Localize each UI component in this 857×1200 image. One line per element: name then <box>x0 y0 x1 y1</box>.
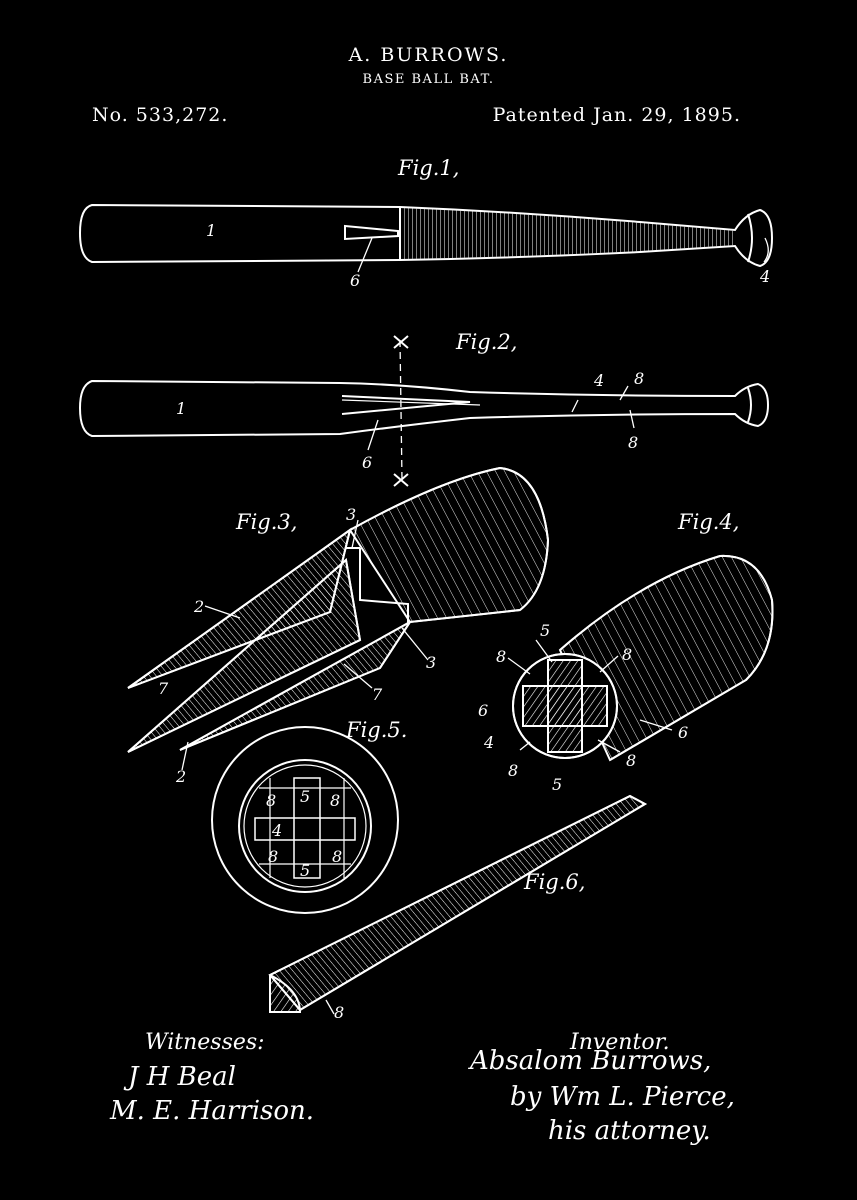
attorney-line: his attorney. <box>548 1116 711 1146</box>
fig2-label-8a: 8 <box>634 369 644 388</box>
fig4-label-8c: 8 <box>508 761 518 780</box>
fig4-label-6a: 6 <box>478 701 488 720</box>
fig2-bat-drawing <box>78 335 770 487</box>
fig1-caption: Fig.1, <box>398 156 460 180</box>
fig3-label-2a: 2 <box>193 597 204 616</box>
fig6-label-8: 8 <box>334 1003 344 1022</box>
fig5-label-8c: 8 <box>268 847 278 866</box>
patent-number: No. 533,272. <box>92 104 229 126</box>
fig4-cylinder-drawing <box>507 554 774 762</box>
attorney-by-line: by Wm L. Pierce, <box>510 1082 735 1112</box>
inventor-signature: Absalom Burrows, <box>470 1046 712 1076</box>
fig5-label-4: 4 <box>271 821 282 840</box>
fig3-label-3b: 3 <box>426 653 436 672</box>
fig5-label-5a: 5 <box>300 787 310 806</box>
fig1-label-6: 6 <box>350 271 360 290</box>
fig4-label-5b: 5 <box>552 775 562 794</box>
patent-title: BASE BALL BAT. <box>362 72 495 87</box>
fig3-label-2b: 2 <box>175 767 186 786</box>
fig5-label-8b: 8 <box>330 791 340 810</box>
inventor-name-heading: A. BURROWS. <box>348 44 509 66</box>
fig5-end-view-drawing <box>211 726 399 914</box>
witnesses-label: Witnesses: <box>145 1030 265 1055</box>
fig3-caption: Fig.3, <box>236 510 298 534</box>
fig6-wedge-drawing <box>268 794 648 1015</box>
fig1-bat-drawing <box>78 203 774 273</box>
fig5-label-5b: 5 <box>300 861 310 880</box>
fig2-label-4: 4 <box>593 371 604 390</box>
fig4-caption: Fig.4, <box>678 510 740 534</box>
patent-date: Patented Jan. 29, 1895. <box>492 104 741 126</box>
fig3-split-end-drawing <box>127 466 550 771</box>
fig4-label-5a: 5 <box>540 621 550 640</box>
witness-signature-1: J H Beal <box>128 1062 236 1092</box>
fig3-label-7a: 7 <box>158 679 169 698</box>
witness-signature-2: M. E. Harrison. <box>110 1096 315 1126</box>
fig5-label-8a: 8 <box>266 791 276 810</box>
fig3-label-3a: 3 <box>346 505 356 524</box>
fig5-label-8d: 8 <box>332 847 342 866</box>
fig2-caption: Fig.2, <box>456 330 518 354</box>
fig3-label-7b: 7 <box>372 685 383 704</box>
fig1-label-1: 1 <box>206 221 216 240</box>
fig4-label-8b: 8 <box>622 645 632 664</box>
fig2-label-1: 1 <box>176 399 186 418</box>
fig2-label-6: 6 <box>362 453 372 472</box>
fig5-caption: Fig.5. <box>346 718 408 742</box>
fig4-label-8d: 8 <box>626 751 636 770</box>
fig4-label-4: 4 <box>483 733 494 752</box>
inventor-label: Inventor. <box>570 1030 670 1055</box>
fig4-label-6b: 6 <box>678 723 688 742</box>
fig2-label-8b: 8 <box>628 433 638 452</box>
fig6-caption: Fig.6, <box>524 870 586 894</box>
fig4-label-8a: 8 <box>496 647 506 666</box>
fig1-label-4: 4 <box>759 267 770 286</box>
